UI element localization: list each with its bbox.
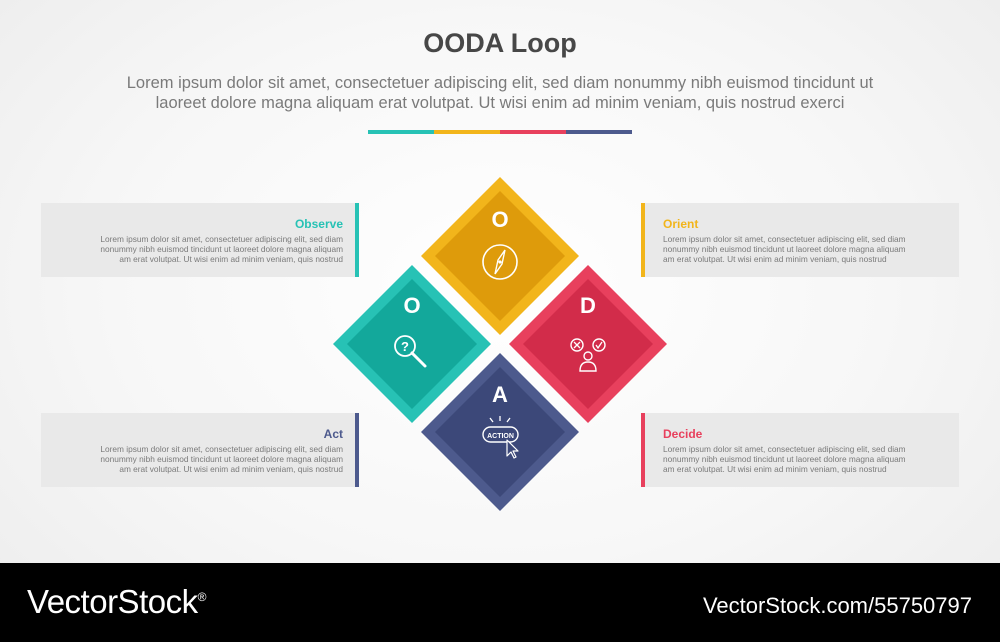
diamond-top: O bbox=[421, 177, 579, 335]
brand-name: VectorStock bbox=[27, 583, 198, 620]
magnifier-question-icon: ? bbox=[394, 335, 427, 368]
act-body-line: Lorem ipsum dolor sit amet, consectetuer… bbox=[100, 444, 343, 454]
orient-body-line: nonummy nibh euismod tincidunt ut laoree… bbox=[663, 243, 906, 254]
image-reference: VectorStock.com/55750797 bbox=[702, 593, 972, 618]
diamond-right-letter: D bbox=[580, 293, 596, 318]
subtitle-line-1: Lorem ipsum dolor sit amet, consectetuer… bbox=[126, 74, 874, 92]
subtitle-line-2: laoreet dolore magna aliquam erat volutp… bbox=[155, 94, 845, 112]
observe-body-line: am erat volutpat. Ut wisi enim ad minim … bbox=[119, 253, 343, 264]
observe-title: Observe bbox=[294, 217, 343, 231]
registered-mark: ® bbox=[197, 590, 207, 604]
act-body-line: am erat volutpat. Ut wisi enim ad minim … bbox=[119, 463, 343, 474]
decide-stripe bbox=[641, 413, 645, 487]
diamond-right: D bbox=[509, 265, 667, 423]
decision-person-icon bbox=[570, 338, 606, 372]
diamond-bottom: A ACTION bbox=[421, 353, 579, 511]
diamond-top-letter: O bbox=[491, 207, 508, 232]
decide-title: Decide bbox=[663, 427, 703, 441]
decide-body-line: am erat volutpat. Ut wisi enim ad minim … bbox=[663, 463, 887, 474]
diamond-left: O ? bbox=[333, 265, 491, 423]
diamond-left-letter: O bbox=[403, 293, 420, 318]
page-subtitle: Lorem ipsum dolor sit amet, consectetuer… bbox=[60, 73, 940, 113]
accent-bar-red bbox=[500, 130, 566, 134]
svg-text:?: ? bbox=[401, 339, 409, 354]
action-badge-label: ACTION bbox=[487, 433, 514, 440]
act-stripe bbox=[355, 413, 359, 487]
footer-bar: VectorStock® VectorStock.com/55750797 bbox=[0, 563, 1000, 642]
observe-stripe bbox=[355, 203, 359, 277]
accent-bar-yellow bbox=[434, 130, 500, 134]
act-title: Act bbox=[323, 427, 343, 441]
diamond-bottom-letter: A bbox=[492, 382, 508, 407]
orient-body-line: Lorem ipsum dolor sit amet, consectetuer… bbox=[663, 234, 906, 244]
decide-card: Decide Lorem ipsum dolor sit amet, conse… bbox=[641, 413, 959, 487]
orient-body: Lorem ipsum dolor sit amet, consectetuer… bbox=[663, 234, 933, 264]
accent-bar-teal bbox=[368, 130, 434, 134]
compass-icon bbox=[482, 244, 518, 280]
observe-body: Lorem ipsum dolor sit amet, consectetuer… bbox=[73, 234, 343, 264]
observe-body-line: nonummy nibh euismod tincidunt ut laoree… bbox=[100, 243, 343, 254]
orient-card: Orient Lorem ipsum dolor sit amet, conse… bbox=[641, 203, 959, 277]
brand-logo: VectorStock® bbox=[27, 583, 206, 621]
act-body: Lorem ipsum dolor sit amet, consectetuer… bbox=[73, 444, 343, 474]
orient-title: Orient bbox=[663, 217, 699, 231]
decide-body: Lorem ipsum dolor sit amet, consectetuer… bbox=[663, 444, 933, 474]
page-title: OODA Loop bbox=[423, 28, 577, 58]
decide-body-line: nonummy nibh euismod tincidunt ut laoree… bbox=[663, 453, 906, 464]
decide-body-line: Lorem ipsum dolor sit amet, consectetuer… bbox=[663, 444, 906, 454]
act-body-line: nonummy nibh euismod tincidunt ut laoree… bbox=[100, 453, 343, 464]
orient-body-line: am erat volutpat. Ut wisi enim ad minim … bbox=[663, 253, 887, 264]
observe-card: Observe Lorem ipsum dolor sit amet, cons… bbox=[41, 203, 359, 277]
action-button-click-icon: ACTION bbox=[482, 416, 519, 459]
observe-body-line: Lorem ipsum dolor sit amet, consectetuer… bbox=[100, 234, 343, 244]
act-card: Act Lorem ipsum dolor sit amet, consecte… bbox=[41, 413, 359, 487]
accent-bar-navy bbox=[566, 130, 632, 134]
orient-stripe bbox=[641, 203, 645, 277]
